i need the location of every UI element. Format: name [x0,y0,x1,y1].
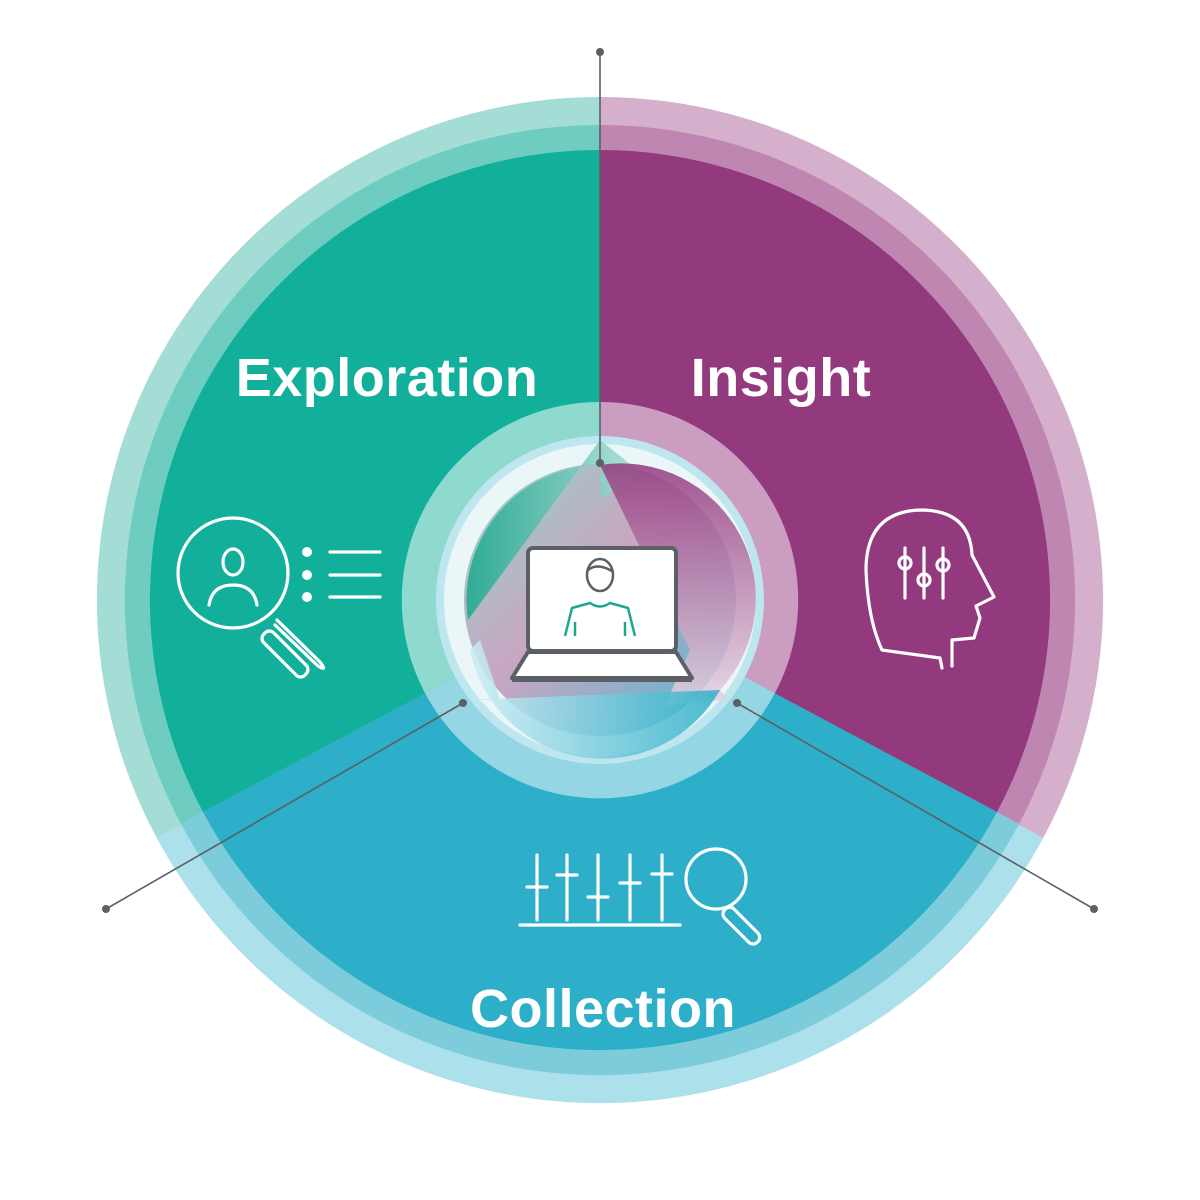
segment-collection [203,600,997,1051]
divider-dots [102,48,1098,913]
user-search-list-icon [176,516,382,679]
divider-dot-top [596,48,604,56]
divider-lines [105,52,1095,910]
sliders-search-icon [518,847,762,946]
divider-dot-center-top [596,459,604,467]
divider-dot-center-right [733,699,741,707]
label-insight: Insight [691,348,871,408]
divider-dot-right [1090,905,1098,913]
divider-dot-center-left [459,699,467,707]
laptop-user-icon [510,546,694,682]
divider-dot-left [102,905,110,913]
label-exploration: Exploration [236,348,539,408]
head-sliders-icon [864,508,996,670]
label-collection: Collection [470,979,736,1039]
